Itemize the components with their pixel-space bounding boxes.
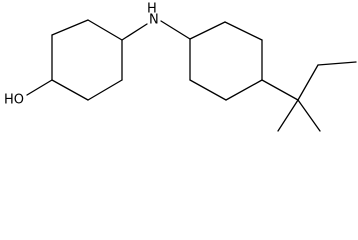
bond	[225, 79, 263, 101]
bond-c-n-left	[121, 23, 148, 41]
bond	[261, 79, 299, 101]
bond	[224, 21, 263, 41]
amine-n-label: N	[149, 13, 159, 28]
bond	[297, 99, 321, 132]
bond	[87, 19, 123, 41]
bond	[317, 61, 357, 66]
bond	[277, 99, 299, 132]
bond	[51, 19, 89, 36]
bond-c-o	[26, 79, 53, 96]
tert-pentyl-group	[261, 61, 357, 132]
amine-h-label: H	[147, 2, 157, 17]
cyclohexyl-ring	[189, 21, 263, 101]
bond	[189, 79, 227, 101]
bond	[189, 21, 226, 40]
bond	[51, 79, 89, 101]
molecule-diagram: HO H N	[4, 2, 357, 132]
hydroxyl-label: HO	[4, 93, 24, 108]
bond	[297, 64, 319, 101]
bond-n-c-right	[160, 20, 191, 40]
bond	[87, 79, 123, 101]
cyclohexanol-ring	[51, 19, 123, 101]
